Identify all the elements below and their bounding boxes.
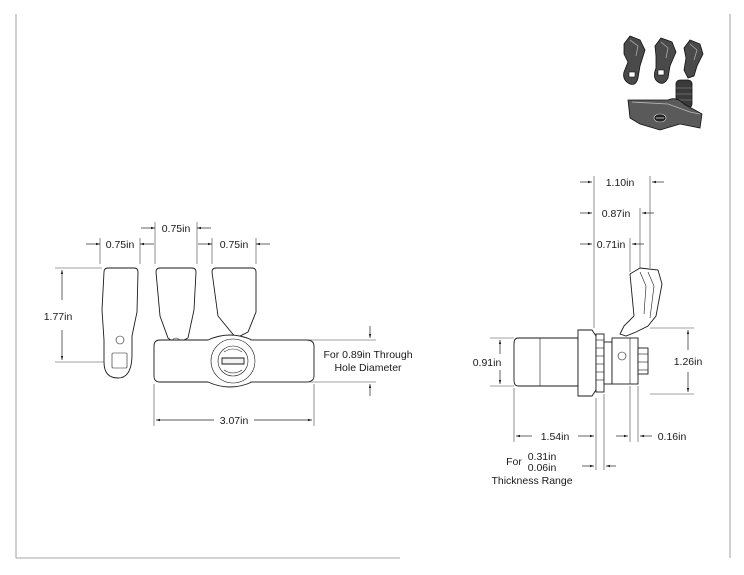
dim-body-height: 0.91in: [473, 337, 514, 387]
sheet-border: [15, 14, 731, 559]
label-handle-depth: 1.54in: [541, 431, 570, 443]
label-cam-height: 1.77in: [44, 311, 73, 323]
dim-stud-length: 0.16in: [616, 386, 686, 443]
side-barrel: [611, 337, 639, 385]
label-hole-note-2: Hole Diameter: [334, 362, 402, 374]
label-cam-spacing-3: 0.75in: [220, 239, 249, 251]
dim-cam-spacing-2: 0.75in: [141, 222, 211, 264]
label-cam-offset-1: 0.87in: [602, 208, 631, 220]
dim-flange-height: 1.26in: [650, 327, 703, 395]
front-cam-left: [101, 267, 139, 379]
label-thickness-range: Thickness Range: [491, 475, 572, 487]
dim-overall-depth: 1.10in: [580, 176, 664, 328]
label-stud-length: 0.16in: [658, 431, 687, 443]
label-overall-depth: 1.10in: [606, 177, 635, 189]
label-cam-offset-2: 0.71in: [597, 239, 626, 251]
side-handle-body: [513, 337, 579, 387]
side-cams: [619, 267, 663, 337]
iso-cam-3: [683, 39, 704, 79]
label-flange-height: 1.26in: [674, 356, 703, 368]
label-thickness-min: 0.06in: [528, 462, 557, 474]
front-view: 0.75in 0.75in 0.75in 1.77in: [44, 222, 413, 427]
dim-handle-depth: 1.54in: [513, 388, 597, 470]
front-t-handle: [153, 334, 315, 388]
dim-hole-diameter: For 0.89in Through Hole Diameter: [250, 326, 413, 396]
label-cam-spacing-2: 0.75in: [162, 223, 191, 235]
isometric-product-illustration: [623, 35, 704, 131]
dim-cam-offset-1: 0.87in: [580, 208, 654, 268]
iso-cam-1: [623, 35, 646, 85]
side-stud: [637, 347, 649, 375]
dim-cam-offset-2: 0.71in: [580, 238, 644, 272]
label-handle-width: 3.07in: [220, 415, 249, 427]
dim-cam-height: 1.77in: [44, 267, 104, 363]
dim-handle-width: 3.07in: [153, 384, 315, 427]
label-hole-note-1: For 0.89in Through: [323, 349, 412, 361]
dim-cam-spacing-3: 0.75in: [198, 238, 270, 264]
label-thickness-max: 0.31in: [528, 451, 557, 463]
label-cam-spacing-1: 0.75in: [106, 239, 135, 251]
front-cam-right: [211, 267, 257, 339]
dim-cam-spacing-1: 0.75in: [86, 238, 154, 264]
label-thickness-prefix: For: [506, 456, 522, 468]
side-view: 1.10in 0.87in 0.71in 0.91in: [473, 176, 703, 487]
iso-t-handle: [627, 98, 703, 131]
side-flange: [577, 329, 613, 397]
front-cam-middle: [155, 267, 197, 347]
dim-thickness-range: For 0.31in 0.06in Thickness Range: [491, 394, 616, 487]
iso-cam-2: [654, 37, 677, 84]
label-body-height: 0.91in: [473, 357, 502, 369]
